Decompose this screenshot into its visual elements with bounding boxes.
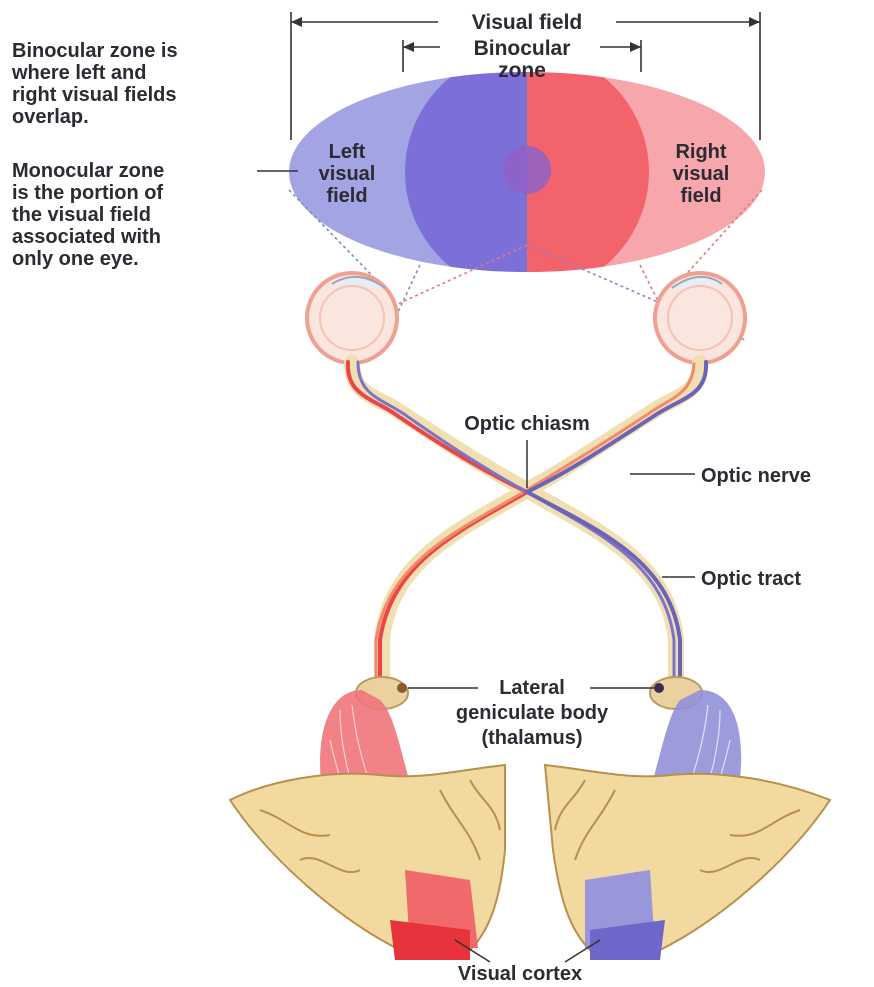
visual-cortex-label: Visual cortex [458,963,582,985]
left-field-line3: field [326,185,367,207]
left-field-line2: visual [319,163,376,185]
optic-nerve-label: Optic nerve [701,465,811,487]
right-visual-field-label: Right visual field [673,141,730,207]
lgb-label-line1: Lateral [499,677,565,699]
left-field-line1: Left [329,141,366,163]
optic-tract-label: Optic tract [701,568,801,590]
binocular-zone-label-line1: Binocular [474,37,571,60]
lgb-label-line2: geniculate body [456,702,609,724]
optic-chiasm-label: Optic chiasm [464,413,590,435]
optic-nerve-sheaths [352,363,700,688]
right-field-line3: field [680,185,721,207]
left-eye [307,273,397,363]
right-lgb-nucleus [654,683,664,693]
visual-field-label: Visual field [472,11,583,34]
left-occipital-lobe [230,765,505,960]
binocular-zone-label-line2: zone [498,59,546,82]
right-occipital-lobe [545,765,830,960]
right-field-line2: visual [673,163,730,185]
right-eye [655,273,745,363]
lgb-label-line3: (thalamus) [481,727,582,749]
fixation-point [503,146,551,194]
left-lgb-nucleus [397,683,407,693]
right-field-line1: Right [675,141,726,163]
